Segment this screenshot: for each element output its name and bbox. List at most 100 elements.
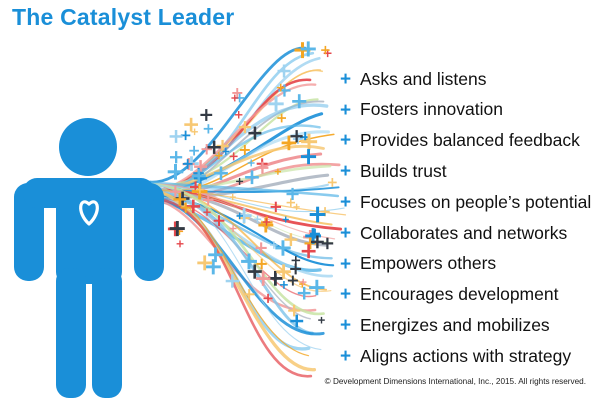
plus-confetti-icon [205, 259, 221, 275]
plus-icon: + [340, 192, 352, 214]
plus-confetti-icon [176, 240, 184, 248]
plus-confetti-icon [311, 235, 324, 249]
plus-icon: + [340, 346, 352, 368]
plus-confetti-icon [222, 148, 230, 155]
plus-confetti-icon [290, 130, 303, 143]
trait-label: Collaborates and networks [360, 222, 568, 243]
plus-confetti-icon [310, 228, 320, 239]
plus-icon: + [340, 68, 352, 90]
plus-confetti-icon [278, 84, 291, 97]
plus-confetti-icon [281, 135, 297, 151]
trait-label: Encourages development [360, 284, 559, 305]
plus-confetti-icon [231, 94, 239, 102]
plus-confetti-icon [277, 113, 286, 123]
plus-confetti-icon [216, 139, 229, 152]
plus-confetti-icon [290, 314, 304, 328]
plus-confetti-icon [189, 145, 199, 156]
plus-confetti-icon [253, 215, 262, 223]
plus-confetti-icon [286, 198, 295, 207]
trait-label: Aligns actions with strategy [360, 345, 572, 366]
plus-confetti-icon [297, 286, 311, 300]
plus-confetti-icon [190, 181, 202, 193]
trait-item: +Empowers others [340, 249, 591, 280]
plus-confetti-icon [288, 304, 300, 317]
plus-confetti-icon [241, 253, 257, 270]
plus-confetti-icon [186, 199, 201, 214]
plus-confetti-icon [327, 178, 337, 187]
plus-confetti-icon [262, 218, 271, 226]
plus-confetti-icon [280, 281, 288, 289]
plus-confetti-icon [203, 208, 211, 216]
plus-confetti-icon [215, 152, 223, 160]
plus-icon: + [340, 315, 352, 337]
plus-confetti-icon [203, 124, 213, 134]
plus-icon: + [340, 130, 352, 152]
plus-confetti-icon [202, 194, 214, 206]
plus-confetti-icon [299, 280, 306, 288]
page-title: The Catalyst Leader [12, 4, 235, 30]
plus-icon: + [340, 253, 352, 275]
plus-confetti-icon [180, 130, 191, 141]
plus-confetti-icon [321, 45, 330, 55]
plus-confetti-icon [304, 237, 317, 250]
plus-confetti-icon [191, 128, 198, 136]
plus-confetti-icon [256, 161, 269, 174]
trait-label: Fosters innovation [360, 99, 503, 120]
plus-confetti-icon [270, 241, 278, 249]
plus-confetti-icon [208, 247, 223, 263]
plus-icon: + [340, 284, 352, 306]
plus-confetti-icon [247, 264, 262, 279]
plus-confetti-icon [300, 278, 307, 286]
plus-confetti-icon [248, 126, 262, 140]
plus-confetti-icon [323, 49, 332, 58]
traits-list: +Asks and listens + Fosters innovation + P… [340, 64, 591, 372]
trait-item: +Energizes and mobilizes [340, 310, 591, 341]
plus-confetti-icon [270, 201, 281, 213]
plus-confetti-icon [170, 151, 183, 164]
plus-confetti-icon [191, 169, 206, 183]
plus-confetti-icon [256, 258, 267, 269]
plus-confetti-icon [236, 212, 243, 220]
flow-stream [148, 197, 313, 378]
trait-item: + Encourages development [340, 280, 591, 311]
flow-stream [148, 181, 340, 198]
trait-label: Provides balanced feedback [360, 130, 580, 151]
plus-confetti-icon [268, 96, 284, 112]
plus-confetti-icon [214, 166, 228, 181]
plus-confetti-icon [180, 202, 191, 213]
plus-confetti-icon [169, 221, 185, 237]
plus-confetti-icon [290, 263, 302, 275]
plus-confetti-icon [197, 255, 213, 271]
plus-confetti-icon [255, 271, 271, 286]
plus-confetti-icon [173, 193, 187, 206]
plus-confetti-icon [268, 271, 283, 286]
plus-confetti-icon [282, 216, 289, 223]
plus-icon: + [340, 99, 352, 121]
plus-confetti-icon [247, 159, 255, 167]
plus-confetti-icon [207, 140, 221, 154]
plus-confetti-icon [300, 41, 316, 57]
plus-confetti-icon [235, 93, 245, 103]
trait-item: +Collaborates and networks [340, 218, 591, 249]
plus-confetti-icon [301, 244, 316, 259]
plus-confetti-icon [213, 215, 225, 226]
plus-confetti-icon [305, 228, 321, 244]
plus-confetti-icon [232, 88, 243, 98]
plus-confetti-icon [169, 186, 181, 198]
plus-confetti-icon [193, 171, 207, 185]
plus-confetti-icon [274, 168, 281, 175]
trait-label: Focuses on people’s potential [360, 191, 592, 212]
plus-confetti-icon [309, 206, 326, 223]
plus-confetti-icon [234, 111, 243, 119]
plus-confetti-icon [225, 274, 240, 288]
plus-confetti-icon [176, 227, 184, 235]
person-figure-icon [14, 118, 164, 398]
plus-confetti-icon [301, 133, 318, 150]
plus-confetti-icon [276, 83, 285, 92]
plus-confetti-icon [292, 94, 307, 109]
trait-item: + Fosters innovation [340, 95, 591, 126]
plus-confetti-icon [299, 131, 311, 143]
plus-confetti-icon [291, 256, 301, 265]
trait-item: +Asks and listens [340, 64, 591, 95]
plus-confetti-icon [239, 145, 250, 155]
